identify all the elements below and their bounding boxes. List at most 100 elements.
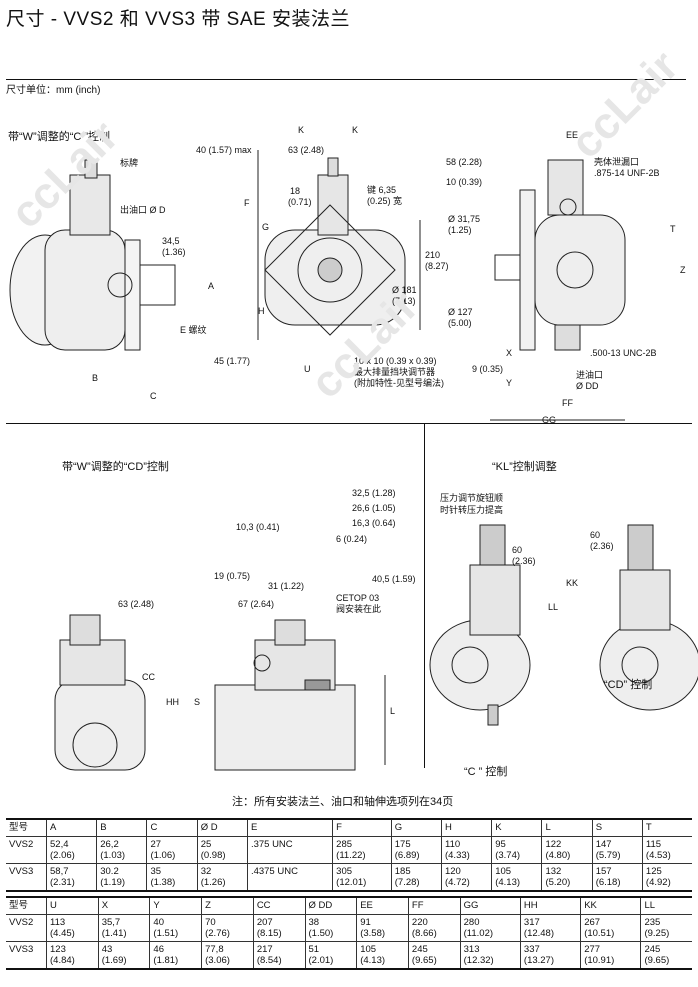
dim-label: 58 (2.28) <box>446 157 483 167</box>
label-knob-note-2: 时针转压力提高 <box>440 505 504 515</box>
dim-label: FF <box>562 398 573 408</box>
dim-label: 10,3 (0.41) <box>236 522 280 532</box>
dim-label: LL <box>548 602 559 612</box>
dim-label: (2.36) <box>512 556 536 566</box>
dim-label: B <box>92 373 99 383</box>
table-cell: .4375 UNC <box>246 863 333 891</box>
column-header: S <box>591 818 643 837</box>
column-header: L <box>541 818 593 837</box>
table-cell: 157 (6.18) <box>591 863 643 891</box>
column-header: B <box>96 818 147 837</box>
caption-cd-control: “CD” 控制 <box>604 679 653 691</box>
label-nameplate: 标牌 <box>120 158 139 168</box>
table-cell: 132 (5.20) <box>541 863 593 891</box>
footnote: 注：所有安装法兰、油口和轴伸选项列在34页 <box>232 796 454 808</box>
table-cell: 105 (4.13) <box>491 863 542 891</box>
table-cell: 185 (7.28) <box>390 863 442 891</box>
table-cell: 40 (1.51) <box>149 914 202 942</box>
column-header: GG <box>459 896 521 915</box>
dim-label: 32,5 (1.28) <box>352 488 396 498</box>
table-cell: 51 (2.01) <box>304 941 357 969</box>
label-case-drain: 壳体泄漏口 <box>594 157 640 167</box>
table-cell: 113 (4.45) <box>46 914 99 942</box>
dim-label: G <box>262 222 270 232</box>
table-cell: 30.2 (1.19) <box>96 863 147 891</box>
dim-label: HH <box>166 697 179 707</box>
column-header: Ø D <box>196 818 248 837</box>
dim-label: 10 (0.39) <box>446 177 483 187</box>
title-divider <box>6 79 686 80</box>
label-cetop: CETOP 03 <box>336 593 380 603</box>
dim-label: U <box>304 364 311 374</box>
table-cell: 77,8 (3.06) <box>201 941 254 969</box>
dim-label: Y <box>506 378 513 388</box>
label-stop-adjuster: 最大排量挡块调节器 <box>354 367 436 377</box>
dim-label: (1.36) <box>162 247 186 257</box>
table-cell: 337 (13.27) <box>519 941 581 969</box>
table-cell: 95 (3.74) <box>491 836 542 864</box>
dim-label: Ø 127 <box>448 307 473 317</box>
table-cell: 267 (10.51) <box>580 914 641 942</box>
dim-label: 19 (0.75) <box>214 571 251 581</box>
table-cell: 35 (1.38) <box>146 863 198 891</box>
table-cell: 105 (4.13) <box>356 941 409 969</box>
column-header: LL <box>640 896 692 915</box>
label-outlet: 出油口 Ø D <box>120 205 166 215</box>
table-cell: 27 (1.06) <box>146 836 198 864</box>
pump-side-view-c <box>9 159 176 351</box>
column-header: X <box>97 896 150 915</box>
dim-label: GG <box>542 415 557 425</box>
table-cell: 43 (1.69) <box>97 941 150 969</box>
label-key-width: (0.25) 宽 <box>367 196 403 206</box>
table-cell: 147 (5.79) <box>591 836 643 864</box>
dim-label: 26,6 (1.05) <box>352 503 396 513</box>
column-header: FF <box>407 896 461 915</box>
dim-label: 60 <box>590 530 601 540</box>
table-cell: 35,7 (1.41) <box>97 914 150 942</box>
table-cell: VVS2 <box>6 836 47 864</box>
column-header: A <box>45 818 97 837</box>
table-cell: 175 (6.89) <box>390 836 442 864</box>
column-header: K <box>491 818 542 837</box>
column-header: HH <box>519 896 581 915</box>
dim-label: 10 x 10 (0.39 x 0.39) <box>354 356 437 366</box>
table-cell: 207 (8.15) <box>252 914 306 942</box>
dim-label: F <box>244 198 250 208</box>
dim-label: 34,5 <box>162 236 180 246</box>
table-cell: 235 (9.25) <box>640 914 692 942</box>
column-header: 型号 <box>6 896 47 915</box>
dim-label: 6 (0.24) <box>336 534 368 544</box>
table-cell: 52,4 (2.06) <box>45 836 97 864</box>
dim-label: CC <box>142 672 155 682</box>
dim-label: 16,3 (0.64) <box>352 518 396 528</box>
label-inlet: 进油口 <box>576 370 604 380</box>
dim-label: 63 (2.48) <box>118 599 155 609</box>
table-cell: 46 (1.81) <box>149 941 202 969</box>
pump-drawings <box>9 150 698 771</box>
column-header: KK <box>580 896 641 915</box>
dim-label: K <box>352 125 359 135</box>
table-cell: 58,7 (2.31) <box>45 863 97 891</box>
column-header: G <box>390 818 442 837</box>
dim-label: S <box>194 697 201 707</box>
dim-label: KK <box>566 578 579 588</box>
dim-label: 60 <box>512 545 523 555</box>
dim-label: 45 (1.77) <box>214 356 251 366</box>
column-header: Y <box>149 896 202 915</box>
table-cell: 217 (8.54) <box>252 941 306 969</box>
pump-front-view <box>257 150 421 340</box>
page-title: 尺寸 - VVS2 和 VVS3 带 SAE 安装法兰 <box>6 9 350 30</box>
table-cell: 277 (10.91) <box>580 941 641 969</box>
table-cell: VVS3 <box>6 941 47 969</box>
dim-label: EE <box>566 130 579 140</box>
table-cell: 122 (4.80) <box>541 836 593 864</box>
dim-label: 210 <box>425 250 441 260</box>
column-header: U <box>46 896 99 915</box>
units-note: 尺寸单位：mm (inch) <box>6 85 101 96</box>
dim-label: (7.13) <box>392 296 416 306</box>
table-cell: 245 (9.65) <box>640 941 692 969</box>
